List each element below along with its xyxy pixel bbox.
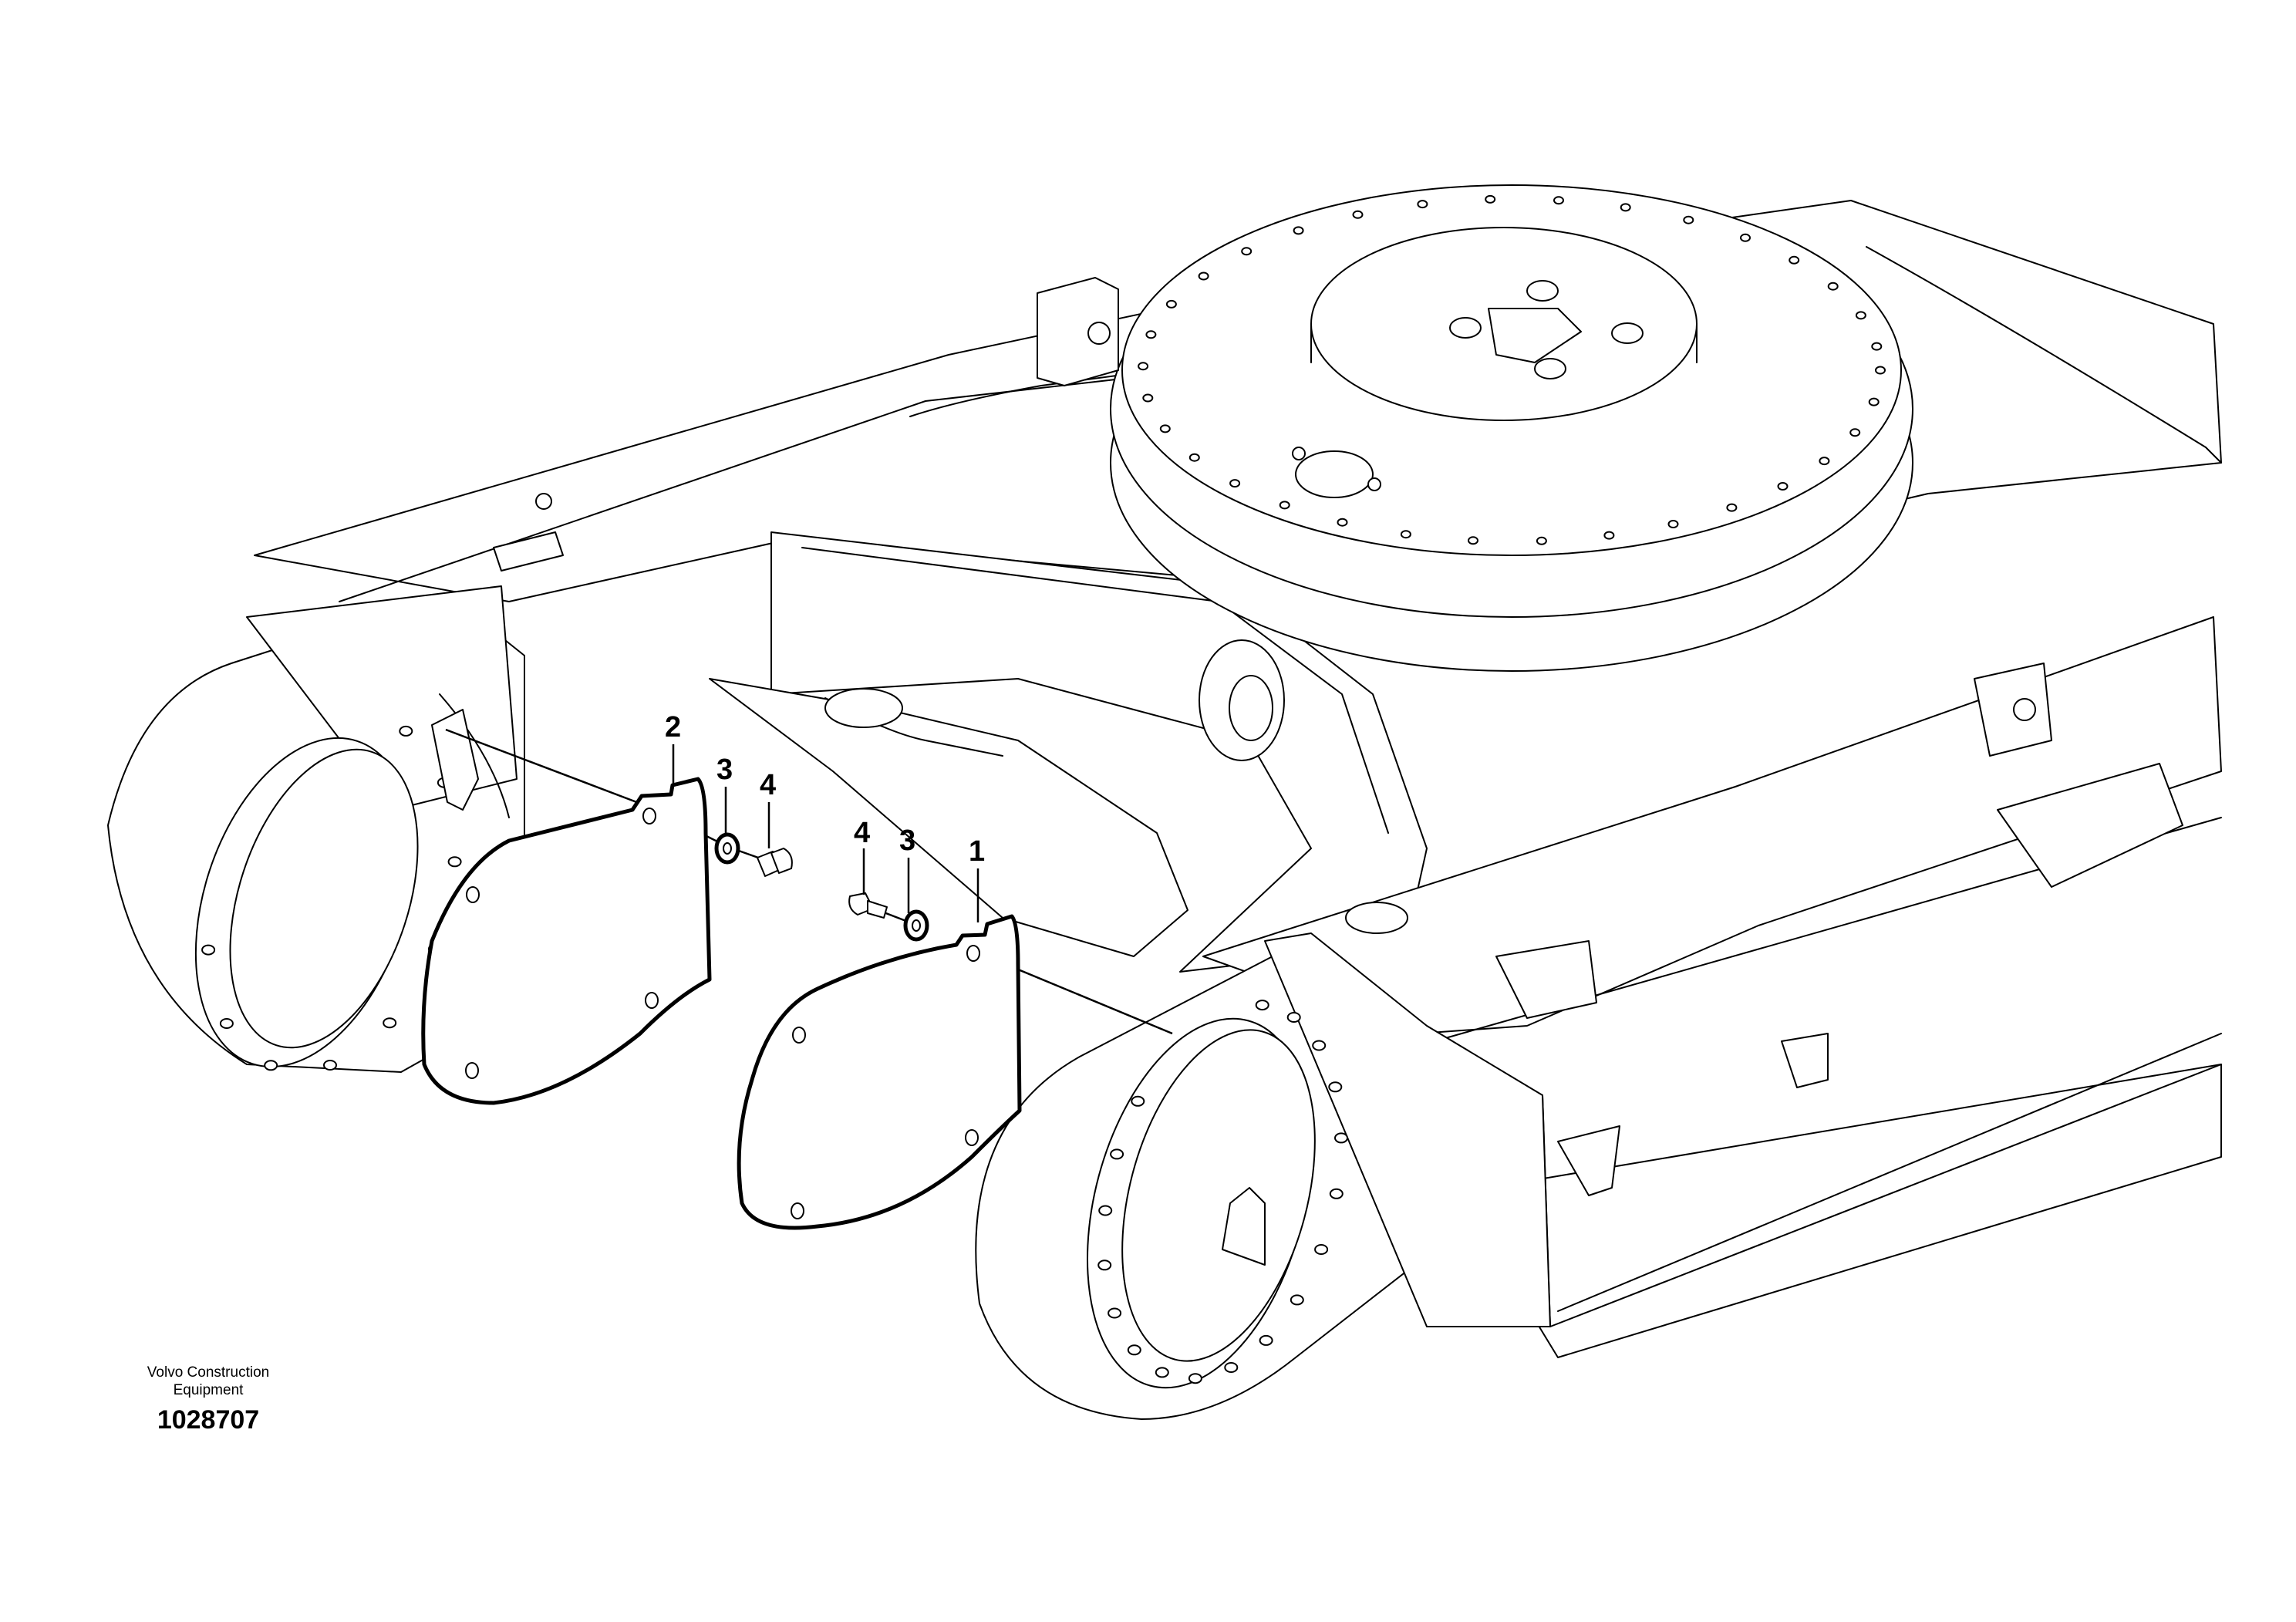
bolt-hole	[1155, 1367, 1169, 1378]
bolt-hole	[1188, 1373, 1202, 1384]
bolt-hole	[1165, 299, 1177, 309]
bolt-hole	[264, 1060, 278, 1071]
bolt-hole	[1097, 1259, 1112, 1271]
bolt-hole	[1868, 397, 1880, 406]
bolt-hole	[1142, 393, 1154, 403]
right-washer	[903, 909, 929, 942]
bolt-hole	[1819, 457, 1830, 466]
bolt-hole	[1485, 194, 1496, 204]
bolt-hole	[399, 725, 413, 737]
bolt-hole	[323, 1060, 337, 1071]
bolt-hole	[1334, 1132, 1348, 1144]
bolt-hole	[1553, 196, 1564, 205]
bolt-hole	[1667, 520, 1679, 528]
bolt-hole	[1159, 424, 1171, 433]
left-washer	[714, 832, 740, 865]
bolt-hole	[1740, 233, 1751, 242]
bolt-hole	[1259, 1334, 1273, 1346]
bolt-hole	[201, 944, 216, 956]
manufacturer-line-2: Equipment	[173, 1382, 244, 1398]
bolt-hole	[1536, 536, 1547, 545]
right-cover-plate	[737, 914, 1022, 1230]
callout-left-washer: 3	[716, 754, 733, 786]
manufacturer-label: Volvo Construction Equipment	[108, 1364, 308, 1399]
bolt-hole	[1131, 1095, 1145, 1107]
right-drum	[975, 932, 1551, 1420]
callout-leaders	[672, 744, 979, 922]
bolt-hole	[1314, 1244, 1329, 1255]
bolt-hole	[219, 1018, 234, 1029]
bolt-hole	[1098, 1205, 1113, 1216]
left-cover-plate	[421, 777, 712, 1105]
bolt-hole	[1352, 210, 1364, 219]
bolt-hole	[1255, 1000, 1269, 1011]
bolt-hole	[1468, 536, 1478, 545]
illustration-number: 1028707	[157, 1405, 260, 1435]
left-drum	[107, 585, 525, 1073]
bolt-hole	[383, 1017, 397, 1029]
callout-right-washer: 3	[899, 824, 915, 857]
bolt-hole	[1279, 501, 1290, 510]
bolt-hole	[1871, 342, 1883, 351]
bolt-hole	[1603, 531, 1615, 540]
bolt-hole	[1293, 226, 1304, 235]
right-drum-bolt-holes	[1097, 1000, 1348, 1384]
bolt-hole	[1827, 282, 1839, 291]
callout-left-bolt: 4	[760, 769, 776, 801]
bolt-hole	[1855, 311, 1866, 320]
bolt-hole	[1400, 530, 1411, 539]
bolt-hole	[1683, 215, 1694, 224]
bolt-hole	[1789, 255, 1800, 265]
bolt-hole	[1108, 1307, 1122, 1319]
callout-right-bolt: 4	[854, 817, 870, 849]
bolt-hole	[1198, 271, 1209, 281]
bolt-hole	[1188, 453, 1200, 462]
callout-left-cover: 2	[665, 711, 681, 744]
bolt-hole	[1620, 203, 1631, 212]
bolt-hole	[1229, 479, 1241, 488]
bolt-hole	[1329, 1188, 1344, 1199]
bolt-hole	[1241, 247, 1253, 256]
bolt-hole	[1145, 330, 1157, 339]
frame-brackets	[493, 277, 2183, 1196]
bolt-hole	[1127, 1344, 1141, 1356]
bolt-hole	[1328, 1081, 1343, 1093]
bolt-hole	[1286, 1012, 1301, 1023]
bolt-hole	[1224, 1362, 1239, 1373]
callout-right-cover: 1	[969, 835, 985, 868]
manufacturer-line-1: Volvo Construction	[147, 1364, 270, 1381]
slew-ring-bolt-holes	[1138, 194, 1886, 545]
bolt-hole	[1777, 482, 1789, 491]
bolt-hole	[447, 856, 462, 868]
bolt-hole	[1726, 503, 1738, 512]
bolt-hole	[1290, 1294, 1304, 1306]
bolt-hole	[1138, 362, 1149, 371]
bolt-hole	[1417, 200, 1428, 209]
slew-ring	[1110, 184, 1913, 672]
bolt-hole	[1337, 518, 1348, 527]
left-bolt	[757, 848, 793, 877]
bolt-hole	[1875, 366, 1886, 375]
bolt-hole	[1849, 428, 1861, 437]
bolt-hole	[1312, 1040, 1327, 1051]
right-bolt	[848, 892, 888, 919]
bolt-hole	[1110, 1148, 1124, 1160]
